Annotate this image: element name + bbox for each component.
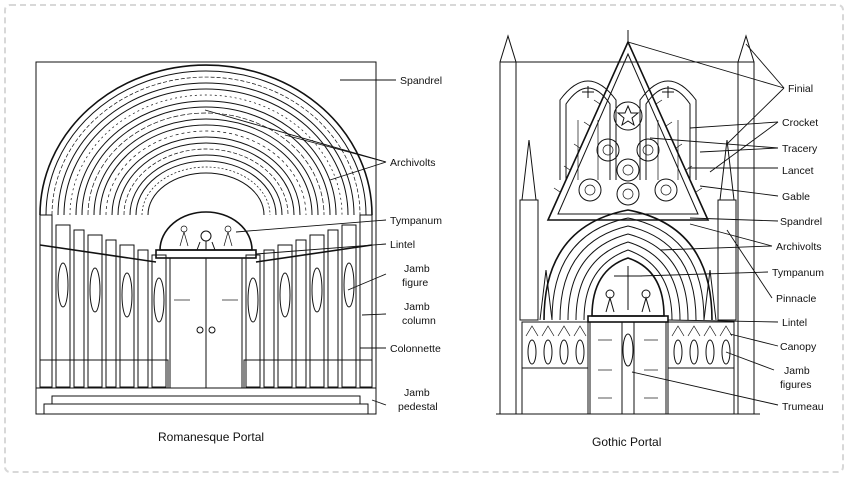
- label-gothic-tympanum: Tympanum: [772, 267, 824, 279]
- romanesque-portal: [35, 61, 377, 415]
- label-gothic-jamb-figures-1: Jamb: [784, 365, 810, 377]
- gothic-tracery: [578, 101, 678, 206]
- label-romanesque-archivolts: Archivolts: [390, 157, 436, 169]
- label-romanesque-jamb-figure-1: Jamb: [404, 263, 430, 275]
- gothic-portal: [496, 30, 760, 415]
- gothic-pinnacles: [519, 139, 737, 321]
- label-romanesque-lintel: Lintel: [390, 239, 415, 251]
- label-gothic-archivolts: Archivolts: [776, 241, 822, 253]
- label-gothic-crocket: Crocket: [782, 117, 818, 129]
- label-gothic-jamb-figures-2: figures: [780, 379, 812, 391]
- label-gothic-tracery: Tracery: [782, 143, 818, 155]
- label-romanesque-colonnette: Colonnette: [390, 343, 441, 355]
- gothic-buttresses: [499, 34, 755, 415]
- gothic-archivolts: [543, 209, 713, 321]
- gothic-lancet-windows: [559, 80, 697, 180]
- caption-romanesque-portal: Romanesque Portal: [158, 430, 264, 444]
- label-gothic-trumeau: Trumeau: [782, 401, 824, 413]
- gothic-doors: [589, 321, 667, 415]
- gothic-canopy-jambs: [521, 321, 735, 369]
- romanesque-capitals-right: [255, 244, 373, 263]
- label-romanesque-jamb-pedestal-1: Jamb: [404, 387, 430, 399]
- romanesque-pedestals-steps: [36, 359, 376, 415]
- label-gothic-finial: Finial: [788, 83, 813, 95]
- gothic-lintel: [587, 315, 669, 323]
- romanesque-capitals-left: [39, 244, 157, 263]
- label-gothic-gable: Gable: [782, 191, 810, 203]
- label-gothic-pinnacle: Pinnacle: [776, 293, 816, 305]
- gothic-tympanum: [591, 257, 665, 317]
- caption-gothic-portal: Gothic Portal: [592, 435, 661, 449]
- label-romanesque-tympanum: Tympanum: [390, 215, 442, 227]
- romanesque-lintel: [155, 249, 257, 259]
- romanesque-labels: Spandrel Archivolts Tympanum Lintel Jamb…: [390, 75, 442, 413]
- gothic-base: [496, 367, 760, 415]
- label-gothic-spandrel: Spandrel: [780, 216, 822, 228]
- label-gothic-canopy: Canopy: [780, 341, 817, 353]
- romanesque-tympanum: [159, 211, 253, 251]
- gothic-leader-lines: [627, 41, 785, 406]
- romanesque-doors: [169, 257, 243, 389]
- romanesque-archivolts: [39, 64, 373, 216]
- label-romanesque-spandrel: Spandrel: [400, 75, 442, 87]
- label-romanesque-jamb-column-1: Jamb: [404, 301, 430, 313]
- romanesque-jamb-right: [245, 214, 373, 388]
- label-gothic-lintel: Lintel: [782, 317, 807, 329]
- romanesque-leader-lines: [204, 79, 396, 406]
- label-romanesque-jamb-pedestal-2: pedestal: [398, 401, 438, 413]
- gothic-labels: Finial Crocket Tracery Lancet Gable Span…: [772, 83, 824, 413]
- label-romanesque-jamb-figure-2: figure: [402, 277, 428, 289]
- romanesque-jamb-left: [39, 214, 167, 388]
- label-romanesque-jamb-column-2: column: [402, 315, 436, 327]
- gothic-gable: [546, 30, 710, 221]
- label-gothic-lancet: Lancet: [782, 165, 814, 177]
